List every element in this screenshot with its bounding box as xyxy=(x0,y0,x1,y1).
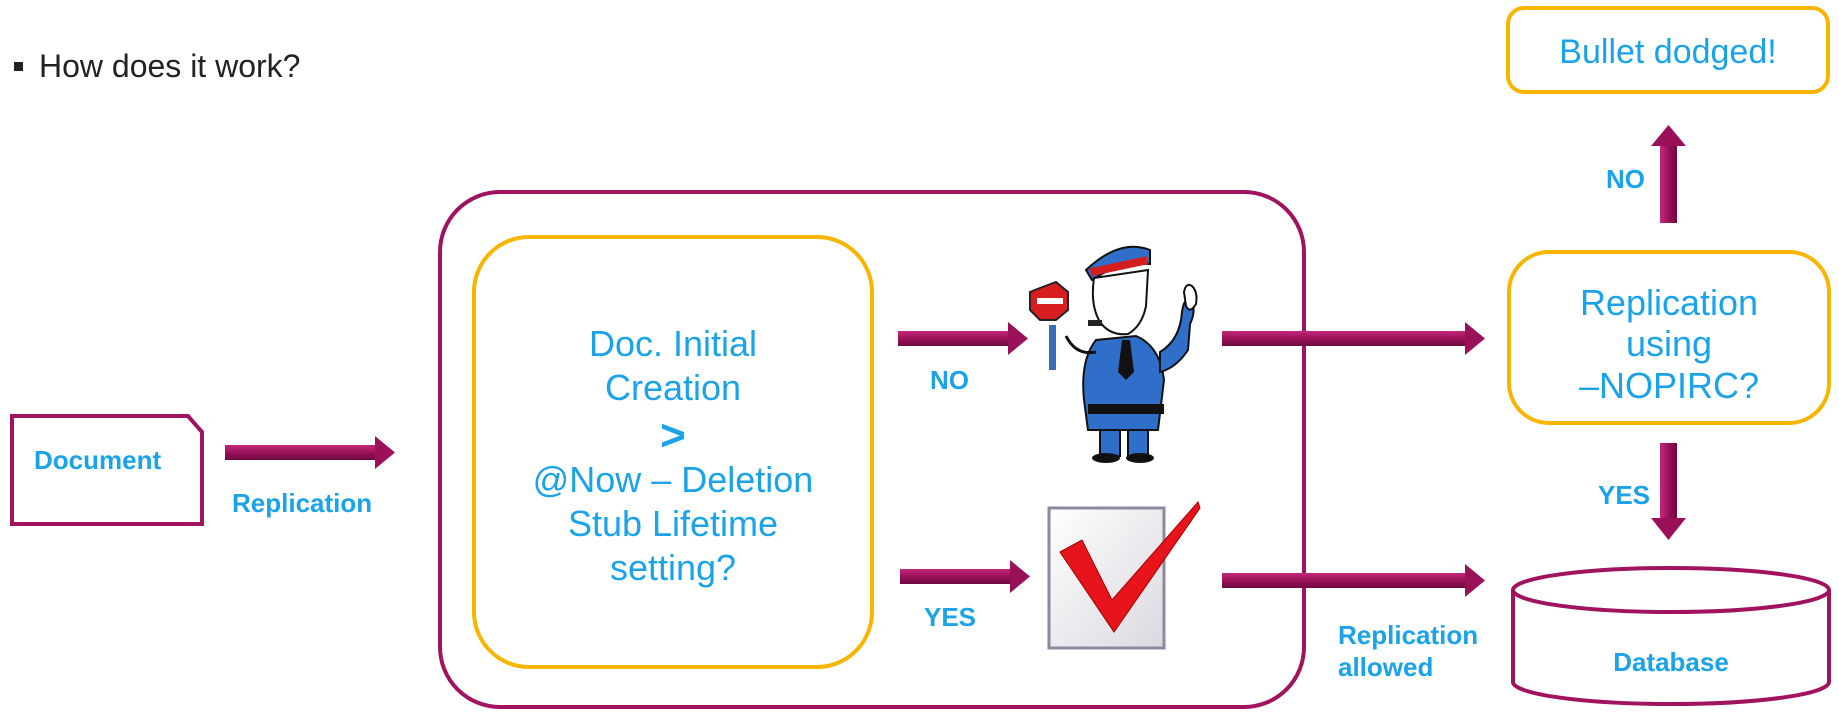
nopirc-line-2: using xyxy=(1625,323,1713,365)
nopirc-line-3: –NOPIRC? xyxy=(1578,364,1760,406)
nopirc-text: Replication using –NOPIRC? xyxy=(1509,282,1829,406)
process-container xyxy=(438,190,1306,709)
replication-allowed-line-2: allowed xyxy=(1338,651,1434,682)
stop-sign-icon xyxy=(1029,280,1069,370)
yes-down-arrow xyxy=(1651,443,1686,540)
replication-allowed-label: Replication allowed xyxy=(1338,620,1478,683)
red-checkmark-icon xyxy=(1047,501,1201,650)
database-cylinder xyxy=(1511,566,1831,706)
to-nopirc-arrow xyxy=(1222,322,1485,355)
nopirc-box xyxy=(1507,250,1831,425)
document-shape xyxy=(10,414,204,526)
nopirc-line-1: Replication xyxy=(1579,282,1759,323)
yes-arrow-inner xyxy=(900,560,1030,593)
decision-line-5: setting? xyxy=(609,546,737,588)
yes-label-right: YES xyxy=(1598,480,1651,510)
decision-box xyxy=(472,235,874,669)
decision-text: Doc. Initial Creation > @Now – Deletion … xyxy=(474,322,872,590)
bullet-dodged-label: Bullet dodged! xyxy=(1559,33,1777,71)
no-arrow-inner xyxy=(898,322,1028,355)
no-label-inner: NO xyxy=(930,365,969,395)
no-label-right: NO xyxy=(1606,164,1645,194)
decision-line-2: Creation xyxy=(604,366,742,408)
database-label: Database xyxy=(1613,647,1729,677)
document-label: Document xyxy=(34,445,162,475)
decision-operator: > xyxy=(660,410,686,460)
traffic-policeman-icon xyxy=(1064,245,1198,463)
to-database-arrow xyxy=(1222,564,1485,597)
no-up-arrow xyxy=(1651,125,1686,223)
replication-arrow xyxy=(225,436,395,469)
bullet-point: How does it work? xyxy=(14,48,300,85)
decision-line-1: Doc. Initial xyxy=(588,323,758,364)
replication-allowed-line-1: Replication xyxy=(1338,620,1479,650)
bullet-marker xyxy=(14,62,23,71)
decision-line-3: @Now – Deletion xyxy=(532,458,814,500)
replication-label: Replication xyxy=(232,488,373,518)
bullet-text: How does it work? xyxy=(39,48,301,84)
yes-label-inner: YES xyxy=(924,602,977,632)
bullet-dodged-box xyxy=(1506,6,1830,94)
decision-line-4: Stub Lifetime xyxy=(567,502,779,544)
